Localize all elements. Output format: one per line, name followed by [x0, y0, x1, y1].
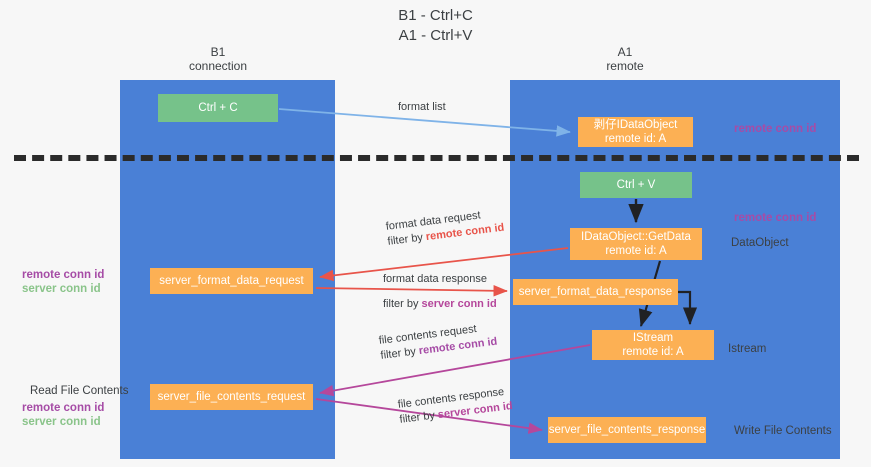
node-server-format-data-request-label: server_format_data_request — [159, 275, 304, 287]
swimlane-b1-role: connection — [188, 59, 248, 73]
node-ctrl-c-label: Ctrl + C — [198, 102, 238, 114]
edge-label-file-contents-response: file contents response filter by server … — [397, 384, 514, 428]
node-idataobject-line1: 剥仔IDataObject — [593, 119, 678, 131]
page-title-line2: A1 - Ctrl+V — [398, 27, 473, 44]
label-remote-conn-id-left-1: remote conn id — [22, 269, 105, 281]
filter-key-server-conn-id: server conn id — [421, 298, 497, 310]
label-remote-conn-id-mid: remote conn id — [734, 212, 817, 224]
label-read-file-contents: Read File Contents — [30, 385, 129, 397]
edge-label-format-data-response-text: format data response — [383, 273, 487, 285]
node-istream-line2: remote id: A — [622, 346, 684, 358]
label-left-conn-ids-bottom: remote conn id server conn id — [22, 401, 104, 429]
swimlane-header-b1: B1 connection — [153, 45, 283, 73]
filter-prefix: filter by — [386, 231, 427, 248]
filter-prefix: filter by — [383, 298, 422, 310]
swimlane-a1-role: remote — [606, 59, 644, 73]
edge-label-format-list-text: format list — [398, 101, 446, 113]
label-server-conn-id-left-1: server conn id — [22, 283, 101, 295]
node-server-file-contents-request[interactable]: server_file_contents_request — [150, 384, 313, 410]
label-server-conn-id-left-2: server conn id — [22, 416, 101, 428]
label-remote-conn-id-left-2: remote conn id — [22, 402, 105, 414]
node-idataobject-line2: remote id: A — [604, 133, 667, 145]
edge-label-file-contents-request: file contents request filter by remote c… — [378, 320, 498, 364]
filter-prefix: filter by — [379, 345, 420, 362]
node-server-file-contents-response-label: server_file_contents_response — [548, 424, 706, 436]
swimlane-a1-name: A1 — [617, 45, 633, 59]
page-title-line1: B1 - Ctrl+C — [398, 7, 473, 24]
filter-prefix: filter by — [398, 409, 439, 426]
edge-label-format-data-request: format data request filter by remote con… — [385, 206, 505, 250]
node-ctrl-v-label: Ctrl + V — [616, 179, 656, 191]
edge-label-format-data-response: format data response filter by server co… — [383, 272, 497, 312]
node-ctrl-c[interactable]: Ctrl + C — [158, 94, 278, 122]
label-write-file-contents: Write File Contents — [734, 425, 832, 437]
node-istream[interactable]: IStream remote id: A — [592, 330, 714, 360]
edge-label-format-list: format list — [398, 100, 446, 115]
label-left-conn-ids-top: remote conn id server conn id — [22, 268, 104, 296]
page-title: B1 - Ctrl+C A1 - Ctrl+V — [0, 6, 871, 46]
node-getdata-line1: IDataObject::GetData — [581, 231, 691, 243]
node-istream-line1: IStream — [632, 332, 674, 344]
phase-separator — [14, 155, 859, 161]
label-dataobject: DataObject — [731, 237, 789, 249]
node-server-format-data-response-label: server_format_data_response — [518, 286, 673, 298]
label-istream: Istream — [728, 343, 767, 355]
node-idataobject-getdata[interactable]: IDataObject::GetData remote id: A — [570, 228, 702, 260]
node-ctrl-v[interactable]: Ctrl + V — [580, 172, 692, 198]
edge-label-format-data-response-filter: filter by server conn id — [383, 297, 497, 312]
label-remote-conn-id-top: remote conn id — [734, 123, 817, 135]
node-server-format-data-response[interactable]: server_format_data_response — [513, 279, 678, 305]
swimlane-b1-name: B1 — [210, 45, 226, 59]
node-idataobject[interactable]: 剥仔IDataObject remote id: A — [578, 117, 693, 147]
node-server-format-data-request[interactable]: server_format_data_request — [150, 268, 313, 294]
node-server-file-contents-response[interactable]: server_file_contents_response — [548, 417, 706, 443]
node-getdata-line2: remote id: A — [605, 245, 667, 257]
swimlane-header-a1: A1 remote — [560, 45, 690, 73]
node-server-file-contents-request-label: server_file_contents_request — [157, 391, 306, 403]
